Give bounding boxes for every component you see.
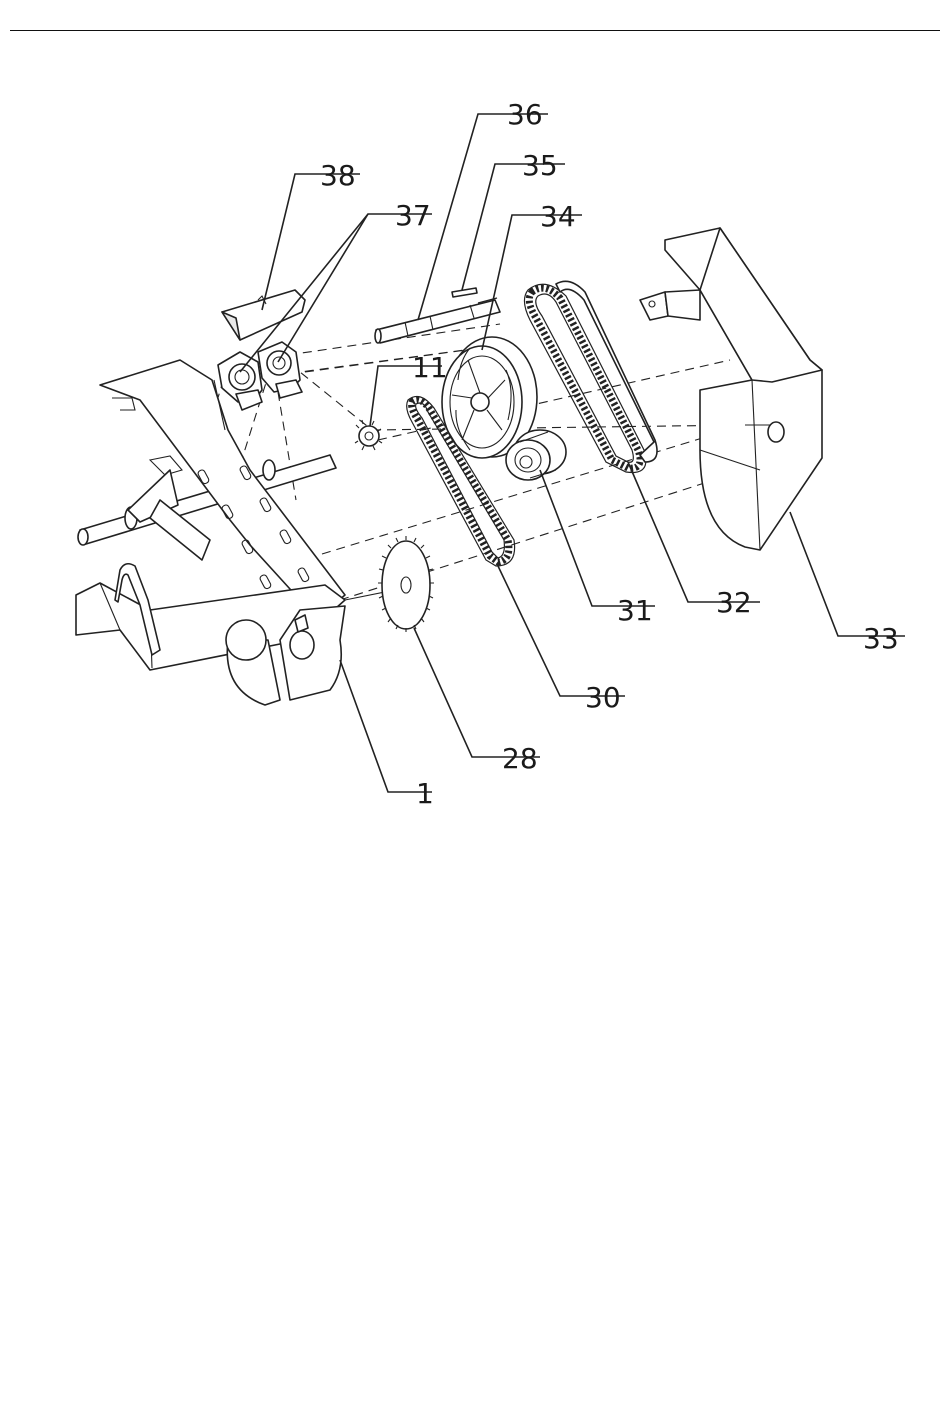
callout-31: 31 xyxy=(617,594,653,627)
callout-33: 33 xyxy=(863,622,899,655)
shaft-part-36 xyxy=(375,298,500,343)
key-part-35 xyxy=(452,288,477,297)
leader-30 xyxy=(498,566,625,696)
small-sprocket-part-11 xyxy=(355,420,382,450)
leader-1 xyxy=(340,660,432,792)
frame-part-1 xyxy=(76,360,395,705)
callout-36: 36 xyxy=(507,98,543,131)
leader-31 xyxy=(540,470,655,606)
callout-11: 11 xyxy=(412,351,448,384)
callout-35: 35 xyxy=(522,149,558,182)
leader-28 xyxy=(414,628,540,757)
leader-33 xyxy=(790,512,905,636)
callout-37: 37 xyxy=(395,199,431,232)
callout-34: 34 xyxy=(540,200,576,233)
large-sprocket-part-28 xyxy=(378,536,434,632)
cover-block-part-38 xyxy=(222,290,305,340)
guard-cover-part-33 xyxy=(640,228,822,550)
callout-1: 1 xyxy=(416,777,434,810)
callout-32: 32 xyxy=(716,586,752,619)
bearing-blocks-part-37 xyxy=(218,342,302,410)
callout-28: 28 xyxy=(502,742,538,775)
leader-37b xyxy=(278,214,368,362)
callout-38: 38 xyxy=(320,159,356,192)
callout-30: 30 xyxy=(585,681,621,714)
